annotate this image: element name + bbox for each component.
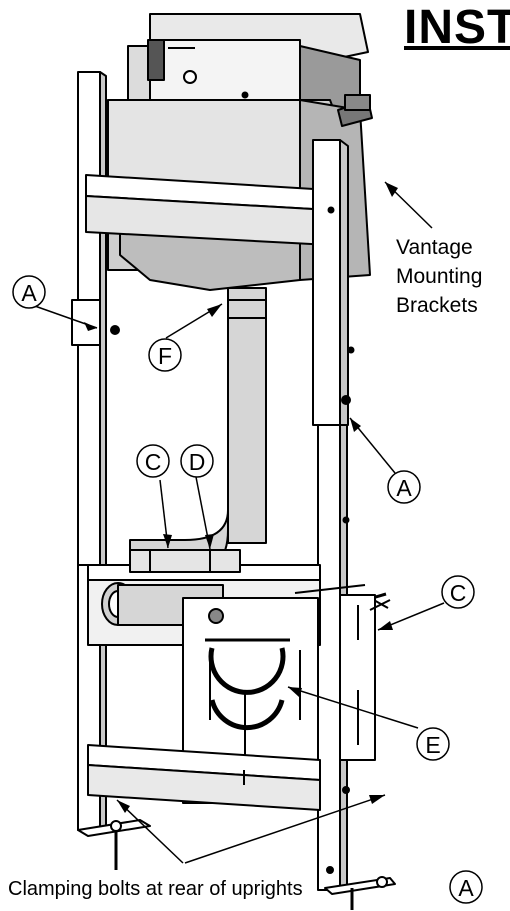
arrowheads — [84, 182, 398, 813]
label-a-left: A — [21, 280, 37, 306]
brackets-label-line1: Vantage — [396, 236, 473, 259]
side-bracket — [339, 594, 391, 761]
lower-rail — [87, 744, 321, 811]
label-d: D — [189, 449, 206, 475]
left-foot — [77, 819, 151, 870]
callout-d — [180, 444, 214, 478]
callout-a-left — [12, 275, 46, 309]
label-e: E — [425, 732, 440, 758]
label-a-right: A — [396, 475, 412, 501]
top-cross-rail — [85, 174, 331, 246]
caption: Clamping bolts at rear of uprights — [8, 878, 303, 900]
label-a-caption: A — [458, 875, 474, 901]
callout-e — [416, 727, 450, 761]
label-c-right: C — [450, 580, 467, 606]
brackets-label-line2: Mounting — [396, 265, 482, 288]
callout-c-right — [441, 575, 475, 609]
flush-pipe — [129, 287, 267, 576]
callout-a-right — [387, 470, 421, 504]
heading: INST — [404, 1, 510, 54]
callout-c-left — [136, 444, 170, 478]
callout-circles — [12, 275, 483, 904]
right-foot — [324, 876, 396, 910]
brackets-label-line3: Brackets — [396, 294, 478, 317]
callout-a-caption — [449, 870, 483, 904]
callout-f — [148, 338, 182, 372]
label-f: F — [158, 343, 172, 369]
label-c-left: C — [145, 449, 162, 475]
